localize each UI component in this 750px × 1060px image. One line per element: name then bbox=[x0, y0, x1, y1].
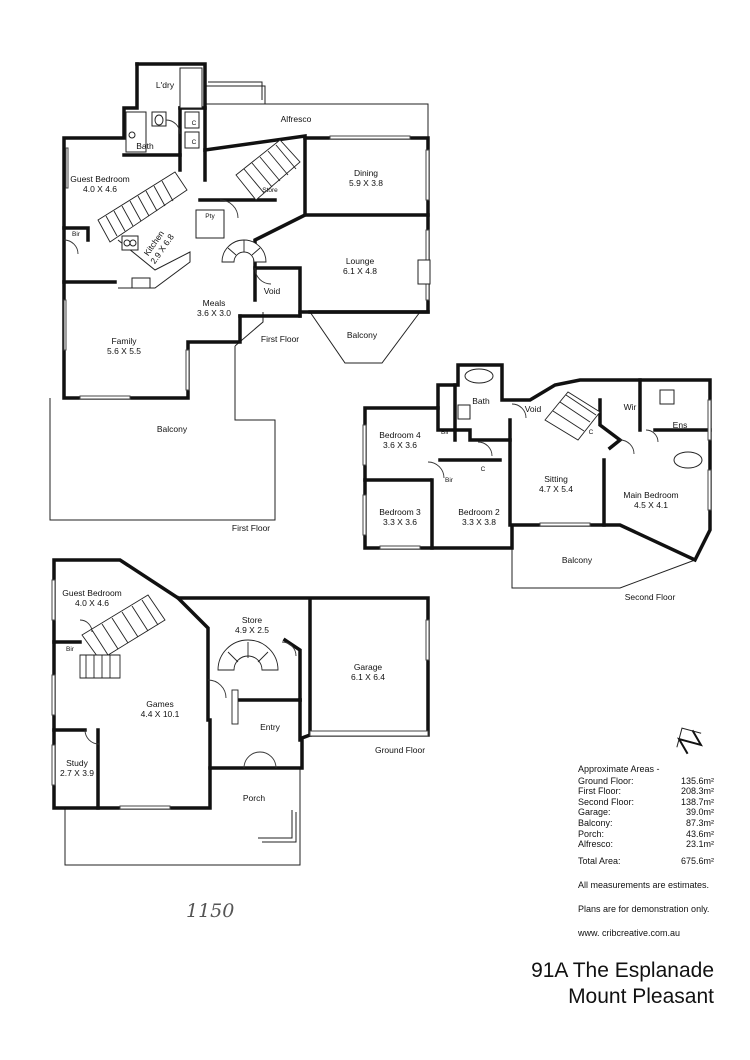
area-row-first: First Floor:208.3m² bbox=[578, 786, 714, 797]
website-link[interactable]: www. cribcreative.com.au bbox=[578, 928, 681, 938]
first-floor-inner-label: First Floor bbox=[261, 334, 299, 344]
bath-label: Bath bbox=[136, 141, 154, 151]
main-bedroom-size: 4.5 X 4.1 bbox=[634, 500, 668, 510]
estimates-note: All measurements are estimates. bbox=[578, 880, 710, 890]
ground-floor-plan bbox=[51, 558, 430, 866]
ground-floor-label: Ground Floor bbox=[375, 745, 425, 755]
games-size: 4.4 X 10.1 bbox=[141, 709, 180, 719]
void-label: Void bbox=[264, 286, 281, 296]
sitting-label: Sitting bbox=[544, 474, 568, 484]
family-label: Family bbox=[111, 336, 137, 346]
study-size: 2.7 X 3.9 bbox=[60, 768, 94, 778]
sf-balcony-label: Balcony bbox=[562, 555, 593, 565]
sf-bir-label-1: Bir bbox=[441, 429, 450, 436]
area-row-total: Total Area:675.6m² bbox=[578, 855, 714, 866]
bedroom3-label: Bedroom 3 bbox=[379, 507, 421, 517]
sf-closet-label-1: C bbox=[481, 466, 486, 473]
alfresco-label: Alfresco bbox=[281, 114, 312, 124]
guest-bedroom-size: 4.0 X 4.6 bbox=[83, 184, 117, 194]
store-label: Store bbox=[262, 187, 278, 194]
gf-bir-label: Bir bbox=[66, 646, 75, 653]
dining-size: 5.9 X 3.8 bbox=[349, 178, 383, 188]
porch-label: Porch bbox=[243, 793, 265, 803]
north-arrow-icon bbox=[676, 727, 704, 755]
bedroom4-label: Bedroom 4 bbox=[379, 430, 421, 440]
closet-label-1: C bbox=[192, 120, 197, 127]
sf-closet-label-2: C bbox=[589, 429, 594, 436]
area-row-balcony: Balcony:87.3m² bbox=[578, 817, 714, 828]
gf-guest-bedroom-size: 4.0 X 4.6 bbox=[75, 598, 109, 608]
gf-store-label: Store bbox=[242, 615, 263, 625]
gf-store-size: 4.9 X 2.5 bbox=[235, 625, 269, 635]
area-row-ground: Ground Floor:135.6m² bbox=[578, 775, 714, 786]
guest-bedroom-label: Guest Bedroom bbox=[70, 174, 130, 184]
area-row-garage: Garage:39.0m² bbox=[578, 807, 714, 818]
first-floor-plan bbox=[49, 62, 431, 521]
first-floor-label: First Floor bbox=[232, 523, 270, 533]
ens-label: Ens bbox=[673, 420, 688, 430]
closet-label-2: C bbox=[192, 139, 197, 146]
area-row-porch: Porch:43.6m² bbox=[578, 828, 714, 839]
property-address: 91A The Esplanade Mount Pleasant bbox=[531, 958, 714, 1010]
plan-notes: All measurements are estimates. Plans ar… bbox=[578, 880, 738, 939]
games-label: Games bbox=[146, 699, 173, 709]
entry-label: Entry bbox=[260, 722, 281, 732]
demo-note: Plans are for demonstration only. bbox=[578, 904, 710, 914]
meals-size: 3.6 X 3.0 bbox=[197, 308, 231, 318]
second-floor-label: Second Floor bbox=[625, 592, 676, 602]
balcony-large-label: Balcony bbox=[157, 424, 188, 434]
area-row-second: Second Floor:138.7m² bbox=[578, 796, 714, 807]
lounge-size: 6.1 X 4.8 bbox=[343, 266, 377, 276]
main-bedroom-label: Main Bedroom bbox=[623, 490, 678, 500]
handwritten-note: 1150 bbox=[186, 900, 235, 922]
area-row-alfresco: Alfresco:23.1m² bbox=[578, 839, 714, 850]
sf-void-label: Void bbox=[525, 404, 542, 414]
areas-table: Approximate Areas - Ground Floor:135.6m²… bbox=[578, 764, 714, 866]
garage-size: 6.1 X 6.4 bbox=[351, 672, 385, 682]
bedroom2-label: Bedroom 2 bbox=[458, 507, 500, 517]
family-size: 5.6 X 5.5 bbox=[107, 346, 141, 356]
sitting-size: 4.7 X 5.4 bbox=[539, 484, 573, 494]
wir-label: Wir bbox=[624, 402, 637, 412]
bedroom4-size: 3.6 X 3.6 bbox=[383, 440, 417, 450]
second-floor-plan bbox=[362, 363, 712, 589]
address-line-2: Mount Pleasant bbox=[568, 985, 714, 1008]
meals-label: Meals bbox=[203, 298, 226, 308]
lounge-label: Lounge bbox=[346, 256, 375, 266]
bedroom2-size: 3.3 X 3.8 bbox=[462, 517, 496, 527]
address-line-1: 91A The Esplanade bbox=[531, 959, 714, 982]
balcony-small-label: Balcony bbox=[347, 330, 378, 340]
study-label: Study bbox=[66, 758, 88, 768]
pantry-label: Pty bbox=[205, 213, 215, 220]
laundry-label: L'dry bbox=[156, 80, 175, 90]
bir-label: Bir bbox=[72, 231, 81, 238]
areas-title: Approximate Areas - bbox=[578, 764, 660, 774]
sf-bath-label: Bath bbox=[472, 396, 490, 406]
garage-label: Garage bbox=[354, 662, 383, 672]
sf-bir-label-2: Bir bbox=[445, 477, 454, 484]
bedroom3-size: 3.3 X 3.6 bbox=[383, 517, 417, 527]
gf-guest-bedroom-label: Guest Bedroom bbox=[62, 588, 122, 598]
dining-label: Dining bbox=[354, 168, 378, 178]
